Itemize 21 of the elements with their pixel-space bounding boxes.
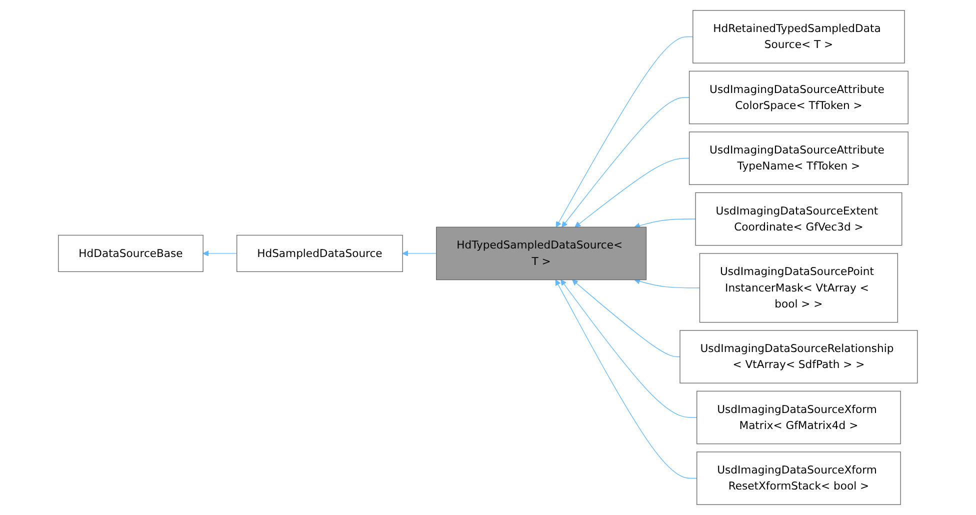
node-box: UsdImagingDataSourceExtent Coordinate< GfVec3d > bbox=[695, 192, 902, 246]
arrow bbox=[574, 158, 690, 228]
node-box: UsdImagingDataSourceAttribute TypeName< TfToken > bbox=[689, 132, 909, 185]
node-box: UsdImagingDataSourceXform ResetXformStack< bool > bbox=[696, 452, 901, 505]
arrow bbox=[572, 280, 680, 358]
arrow bbox=[555, 280, 698, 479]
node-box: HdRetainedTypedSampledData Source< T > bbox=[692, 10, 905, 64]
node-box: UsdImagingDataSourcePoint InstancerMask< VtArray < bool > > bbox=[699, 253, 898, 323]
arrow bbox=[202, 250, 238, 256]
node-box: UsdImagingDataSourceRelationship < VtArray< SdfPath > > bbox=[680, 330, 918, 384]
arrow bbox=[634, 218, 696, 229]
arrow bbox=[402, 250, 437, 256]
arrow bbox=[562, 97, 690, 228]
node-box: UsdImagingDataSourceAttribute ColorSpace< TfToken > bbox=[689, 70, 909, 124]
arrow bbox=[556, 36, 694, 228]
node-box: HdDataSourceBase bbox=[58, 234, 204, 272]
node-box: HdTypedSampledDataSource< T > bbox=[436, 226, 647, 280]
arrow bbox=[634, 278, 700, 288]
node-box: HdSampledDataSource bbox=[236, 234, 404, 272]
arrow bbox=[560, 280, 698, 418]
node-box: UsdImagingDataSourceXform Matrix< GfMatrix4d > bbox=[696, 390, 901, 444]
